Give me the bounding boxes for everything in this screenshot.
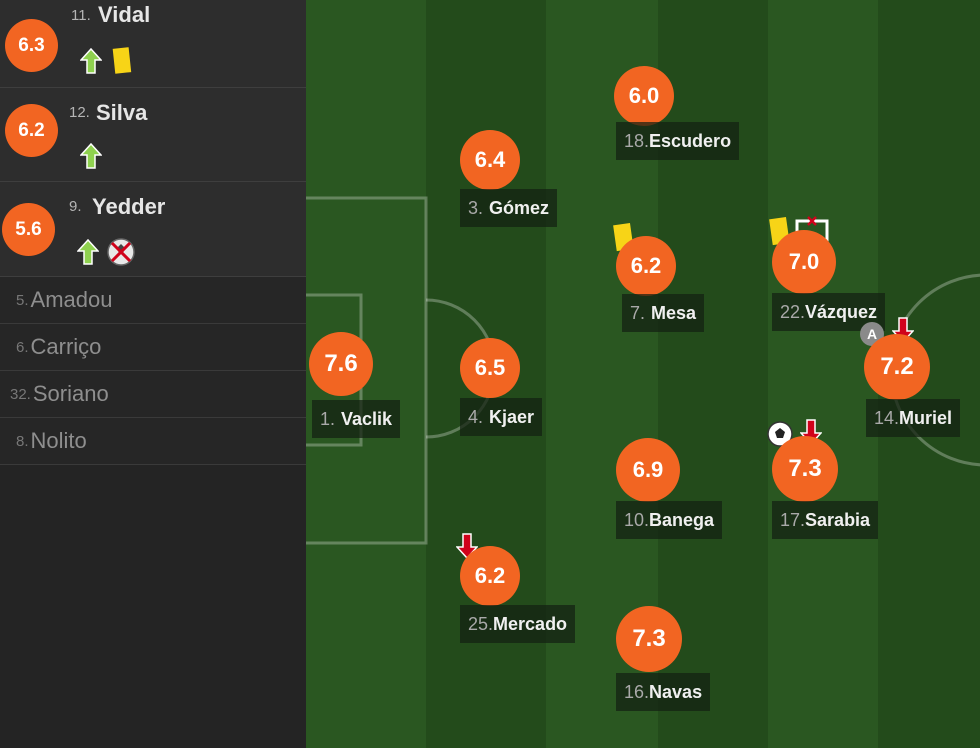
player-name: Muriel <box>899 407 953 428</box>
substitute-row[interactable]: 6.2 12. Silva <box>0 88 306 182</box>
player-name: Nolito <box>30 428 87 453</box>
pitch: 7.6 1.Vaclik 6.4 3.Gómez 6.5 4.Kjaer 6.2… <box>306 0 980 748</box>
player-rating-badge: 7.3 <box>616 606 682 672</box>
missed-penalty-icon <box>107 238 135 266</box>
player-name-label: 16.Navas <box>616 673 711 711</box>
yellow-card-icon <box>112 47 132 74</box>
player-name: Vaclik <box>341 408 393 429</box>
bench-player-row[interactable]: 32. Soriano <box>0 371 306 418</box>
player-number: 4. <box>468 406 484 427</box>
player-rating-badge: 6.5 <box>460 338 520 398</box>
player-number: 16. <box>624 681 650 702</box>
player-rating-badge: 7.6 <box>309 332 373 396</box>
player-name-label: 10.Banega <box>616 501 723 539</box>
player-number: 5. <box>16 291 29 309</box>
player-rating-badge: 5.6 <box>2 203 55 256</box>
player-name-label: 7.Mesa <box>622 294 705 332</box>
player-number: 1. <box>320 408 336 429</box>
player-rating-badge: 6.2 <box>5 104 58 157</box>
svg-text:A: A <box>867 326 877 342</box>
player-name: Kjaer <box>489 406 535 427</box>
player-name: Yedder <box>92 194 166 219</box>
player-number: 22. <box>780 301 806 322</box>
player-rating-badge: 7.2 <box>864 334 930 400</box>
sub-in-arrow-icon <box>80 142 102 169</box>
player-number: 8. <box>16 432 29 450</box>
goal-ball-icon <box>767 421 793 447</box>
player-rating-badge: 7.3 <box>772 436 838 502</box>
substitutes-panel: 6.3 11. Vidal 6.2 12. Silva 5.6 9. Yedde… <box>0 0 306 748</box>
player-name: Amadou <box>30 287 113 312</box>
player-rating-badge: 6.9 <box>616 438 680 502</box>
player-rating-badge: 6.3 <box>5 19 58 72</box>
player-name: Banega <box>649 509 715 530</box>
player-number: 32. <box>10 385 31 403</box>
player-number: 10. <box>624 509 650 530</box>
player-name-label: 4.Kjaer <box>460 398 543 436</box>
player-name: Navas <box>649 681 703 702</box>
player-number: 18. <box>624 130 650 151</box>
player-number: 7. <box>630 302 646 323</box>
player-number: 14. <box>874 407 900 428</box>
player-name-label: 14.Muriel <box>866 399 961 437</box>
player-rating-badge: 6.0 <box>614 66 674 126</box>
player-name: Silva <box>96 100 148 125</box>
sub-in-arrow-icon <box>80 47 102 74</box>
player-name: Gómez <box>489 197 550 218</box>
player-name: Escudero <box>649 130 732 151</box>
player-number: 3. <box>468 197 484 218</box>
player-name-label: 25.Mercado <box>460 605 576 643</box>
bench-player-row[interactable]: 6. Carriço <box>0 324 306 371</box>
player-number: 25. <box>468 613 494 634</box>
player-rating-badge: 6.4 <box>460 130 520 190</box>
player-rating-badge: 6.2 <box>460 546 520 606</box>
player-name: Mesa <box>651 302 697 323</box>
player-name: Vidal <box>98 2 151 27</box>
player-number: 17. <box>780 509 806 530</box>
player-name-label: 18.Escudero <box>616 122 740 160</box>
player-rating-badge: 6.2 <box>616 236 676 296</box>
player-number: 11. <box>71 7 91 24</box>
bench-player-row[interactable]: 5. Amadou <box>0 277 306 324</box>
player-name: Mercado <box>493 613 568 634</box>
player-name-label: 3.Gómez <box>460 189 558 227</box>
player-number: 12. <box>69 104 90 121</box>
substitute-row[interactable]: 5.6 9. Yedder <box>0 182 306 277</box>
bench-player-row[interactable]: 8. Nolito <box>0 418 306 465</box>
player-rating-badge: 7.0 <box>772 230 836 294</box>
player-number: 6. <box>16 338 29 356</box>
sub-in-arrow-icon <box>77 238 99 265</box>
player-name: Sarabia <box>805 509 871 530</box>
player-name: Soriano <box>32 381 109 406</box>
player-name: Carriço <box>30 334 102 359</box>
player-name-label: 1.Vaclik <box>312 400 401 438</box>
substitute-row[interactable]: 6.3 11. Vidal <box>0 0 306 88</box>
player-name: Vázquez <box>805 301 878 322</box>
player-number: 9. <box>69 198 82 215</box>
player-name-label: 17.Sarabia <box>772 501 879 539</box>
